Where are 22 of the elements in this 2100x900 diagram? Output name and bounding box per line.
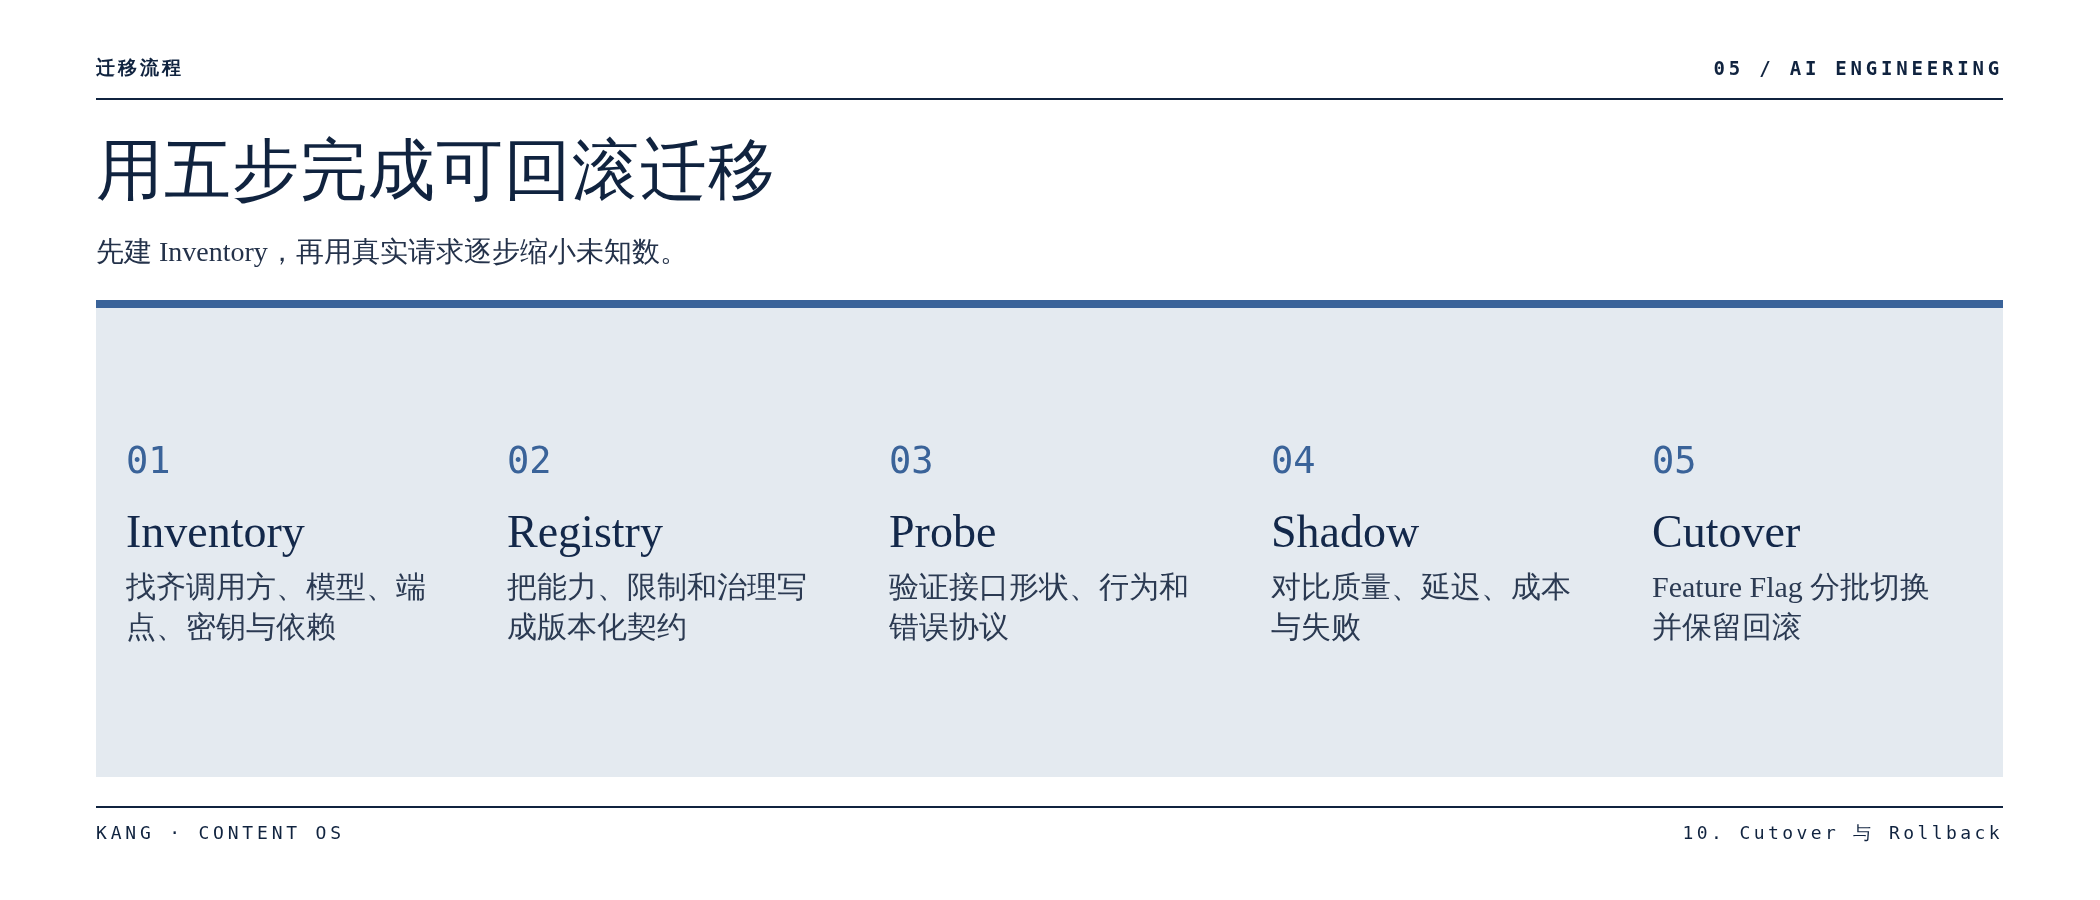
footer-label: 10. Cutover 与 Rollback xyxy=(1682,821,2003,845)
step-title: Probe xyxy=(889,505,997,559)
step-description: 验证接口形状、行为和错误协议 xyxy=(889,569,1190,645)
step-description: Feature Flag 分批切换并保留回滚 xyxy=(1652,569,1932,645)
step-description: 找齐调用方、模型、端点、密钥与依赖 xyxy=(126,569,427,645)
step-number: 02 xyxy=(507,438,552,484)
step-title: Inventory xyxy=(126,505,305,559)
subtitle: 先建 Inventory，再用真实请求逐步缩小未知数。 xyxy=(96,235,688,269)
series-label: 05 / AI ENGINEERING xyxy=(1713,56,2003,80)
step-number: 04 xyxy=(1271,438,1316,484)
step-number: 01 xyxy=(126,438,171,484)
step-title: Cutover xyxy=(1652,505,1801,559)
step-number: 03 xyxy=(889,438,934,484)
step-number: 05 xyxy=(1652,438,1697,484)
step-title: Registry xyxy=(507,505,663,559)
step-panel xyxy=(96,300,2003,777)
footer-label: KANG · CONTENT OS xyxy=(96,821,345,845)
step-description: 对比质量、延迟、成本与失败 xyxy=(1271,569,1572,645)
section-label: 迁移流程 xyxy=(96,56,184,80)
step-title: Shadow xyxy=(1271,505,1420,559)
step-description: 把能力、限制和治理写成版本化契约 xyxy=(507,569,808,645)
page-title: 用五步完成可回滚迁移 xyxy=(96,132,776,209)
